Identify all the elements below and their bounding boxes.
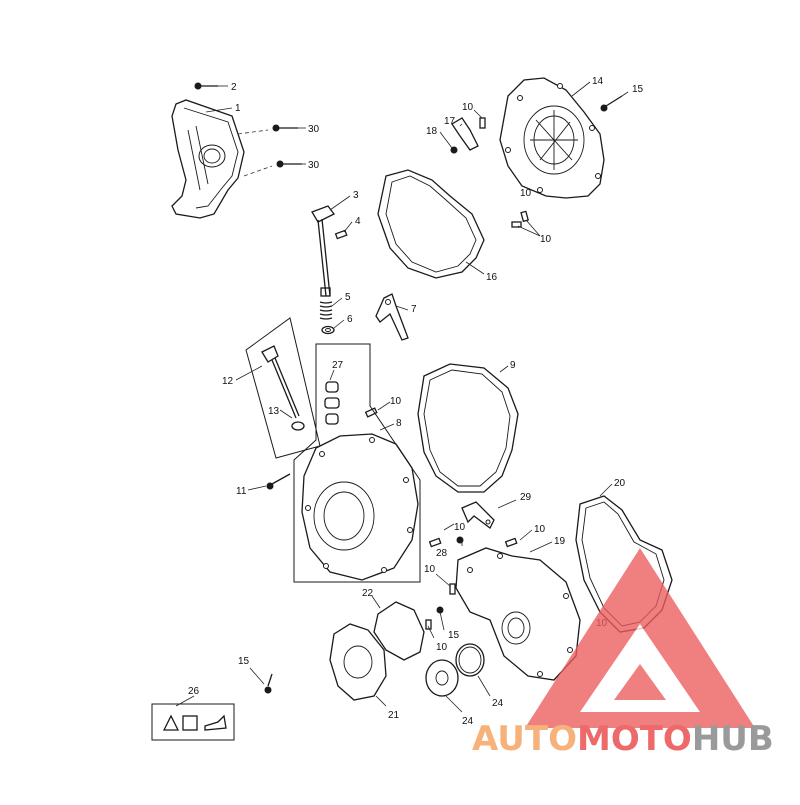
watermark-auto: AUTO	[472, 719, 577, 759]
svg-text:AUTOMOTOHUB: AUTOMOTOHUB	[472, 719, 774, 759]
callout-30-lower: 30	[308, 160, 320, 171]
callout-21: 21	[388, 710, 400, 721]
leader-lines	[175, 81, 629, 713]
callout-15-top: 15	[632, 84, 644, 95]
callout-24-ring: 24	[462, 716, 474, 727]
oring-13	[291, 421, 305, 431]
part-22-gasket	[373, 601, 425, 661]
callout-10-lower: 10	[424, 564, 436, 575]
bolt-15-bottom	[264, 673, 273, 694]
part-29-bracket	[461, 501, 495, 529]
bolt-15-top	[600, 95, 623, 112]
bolt-28	[456, 536, 464, 544]
callout-19: 19	[554, 536, 566, 547]
callout-10-right: 10	[540, 234, 552, 245]
callout-6: 6	[347, 314, 353, 325]
watermark-moto: MOTO	[577, 719, 692, 759]
part-19-cover	[455, 547, 581, 681]
rings-27	[324, 381, 340, 425]
dowels-10-mid	[425, 537, 518, 630]
callout-10-cover: 10	[520, 188, 532, 199]
callout-5: 5	[345, 292, 351, 303]
watermark-hub: HUB	[692, 719, 774, 759]
watermark-logo	[525, 548, 755, 728]
callout-labels: 2 1 30 30 3 4 5 6 7 8 9 10 10 10 10 10 1…	[188, 76, 644, 727]
callout-22: 22	[362, 588, 374, 599]
callout-26: 26	[188, 686, 200, 697]
part-24-ring	[425, 659, 459, 697]
callout-1: 1	[235, 103, 241, 114]
sensor-17-18	[450, 117, 479, 154]
dowels-10-top	[479, 117, 529, 228]
bolt-15-mid	[436, 606, 444, 614]
part-3-shift-shaft	[311, 205, 335, 297]
callout-24-oring: 24	[492, 698, 504, 709]
callout-14: 14	[592, 76, 604, 87]
callout-10-top: 10	[462, 102, 474, 113]
part-9-clutch-gasket	[417, 363, 519, 493]
callout-2: 2	[231, 82, 237, 93]
callout-10-mid-right: 10	[534, 524, 546, 535]
clutch-cover-group-box	[293, 343, 421, 583]
part-24-oring	[455, 643, 485, 677]
callout-13: 13	[268, 406, 280, 417]
manual-book-icon	[182, 715, 198, 731]
callout-3: 3	[353, 190, 359, 201]
callout-15-bottom: 15	[238, 656, 250, 667]
callout-11: 11	[236, 486, 247, 497]
bolt-11	[266, 473, 291, 490]
callout-7: 7	[411, 304, 417, 315]
callout-17: 17	[444, 116, 456, 127]
watermark-text: AUTOMOTOHUB	[472, 719, 774, 759]
callout-12: 12	[222, 376, 234, 387]
oil-can-icon	[204, 714, 227, 731]
callout-27: 27	[332, 360, 344, 371]
bolt-2	[194, 82, 218, 90]
callout-8: 8	[396, 418, 402, 429]
part-26-warning-label	[151, 703, 235, 741]
part-1-sprocket-cover	[171, 99, 273, 219]
callout-4: 4	[355, 216, 361, 227]
dowel-10-clutch	[364, 407, 378, 418]
part-12-dipstick	[261, 345, 300, 419]
part-8-clutch-cover	[301, 433, 419, 581]
pin-4	[334, 229, 348, 240]
callout-30-upper: 30	[308, 124, 320, 135]
bolts-30	[272, 124, 302, 168]
callout-10-bottom: 10	[436, 642, 448, 653]
part-7-bracket	[375, 293, 409, 341]
spring-5	[319, 301, 333, 320]
part-16-generator-gasket	[377, 169, 485, 279]
callout-10-clutch: 10	[390, 396, 402, 407]
warning-triangle-icon	[162, 714, 180, 731]
washer-6	[321, 325, 335, 335]
callout-16: 16	[486, 272, 498, 283]
callout-15-mid: 15	[448, 630, 460, 641]
callout-10-mid-left: 10	[454, 522, 466, 533]
callout-20: 20	[614, 478, 626, 489]
callout-18: 18	[426, 126, 438, 137]
callout-9: 9	[510, 360, 516, 371]
part-21-cover	[329, 623, 387, 701]
callout-28: 28	[436, 548, 448, 559]
callout-29: 29	[520, 492, 532, 503]
part-14-generator-cover	[499, 77, 605, 199]
